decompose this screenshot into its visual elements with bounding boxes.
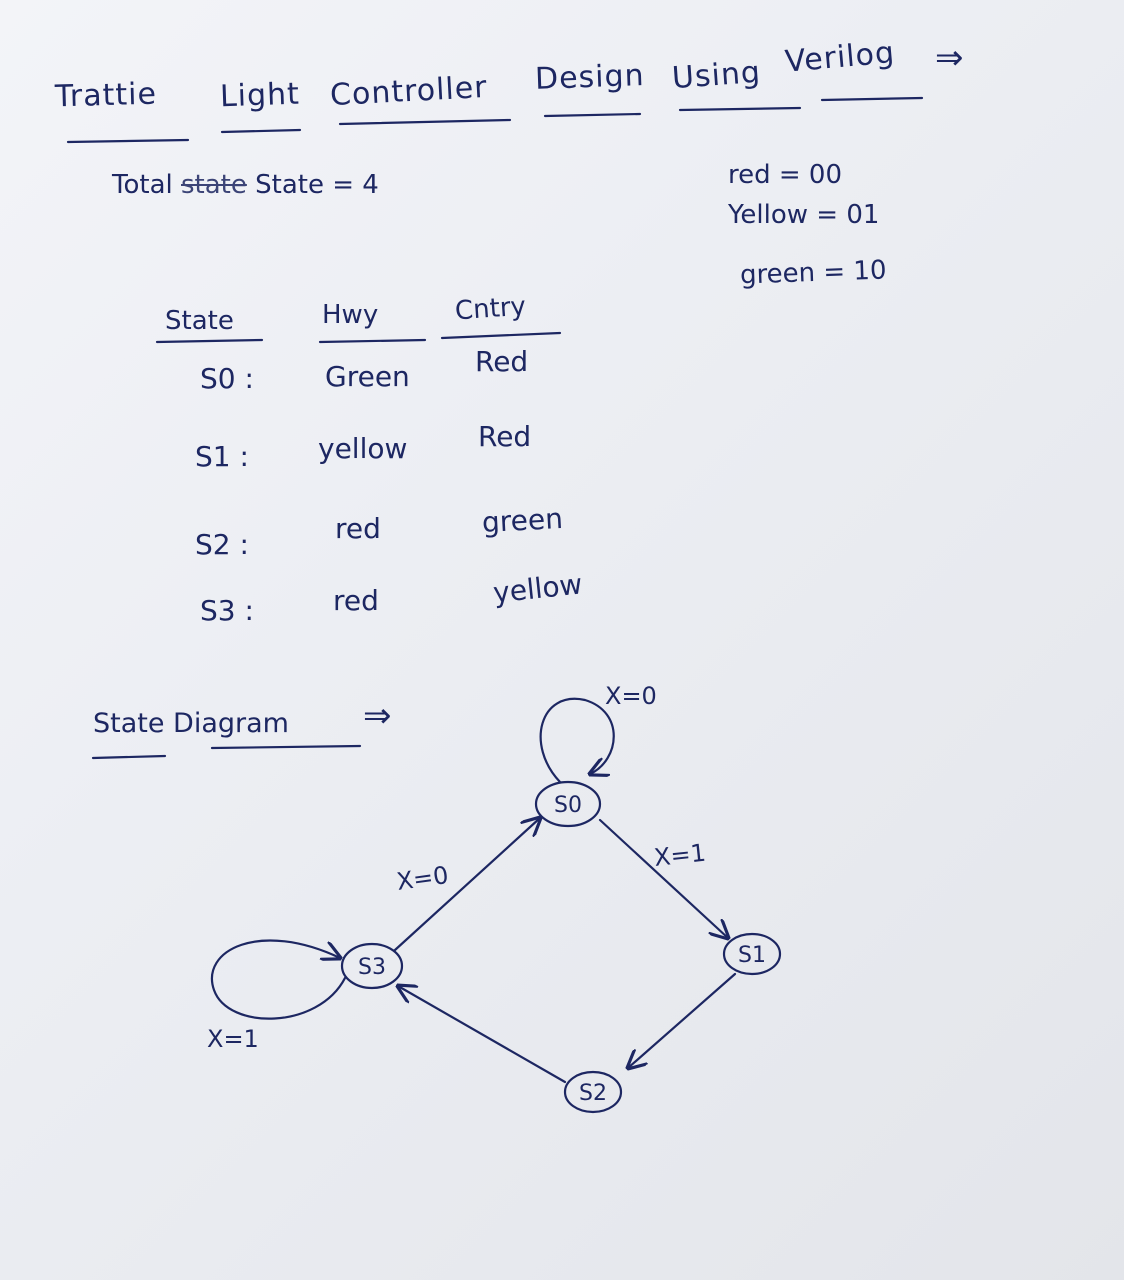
encoding-yellow: Yellow = 01 [728, 200, 880, 230]
row-s1-cntry: Red [478, 420, 532, 453]
edge-s3-s0 [393, 818, 540, 952]
edge-s1-s2 [628, 972, 737, 1068]
title-underline [66, 138, 190, 144]
edge-s0-s1-label: X=1 [653, 839, 707, 872]
edge-s3-s0-label: X=0 [395, 861, 450, 896]
heading-underline [91, 754, 167, 760]
header-hwy: Hwy [322, 300, 379, 330]
header-state: State [165, 306, 234, 336]
row-s3-hwy: red [333, 584, 379, 617]
node-s1-circle [722, 932, 782, 976]
row-s0-hwy: Green [325, 360, 410, 393]
node-s1-label: S1 [738, 943, 766, 968]
edge-s0-self-label: X=0 [605, 682, 657, 710]
title-underline [220, 128, 302, 134]
row-s0-state: S0 : [200, 362, 254, 395]
node-s2-label: S2 [579, 1081, 607, 1106]
total-states: Total state State = 4 [112, 170, 379, 200]
heading-underline [210, 744, 362, 750]
row-s2-hwy: red [335, 512, 381, 545]
title-underline [820, 96, 924, 102]
header-underline [440, 331, 562, 340]
edge-s3-self [211, 939, 347, 1020]
diagram-heading: State Diagram [93, 708, 289, 739]
encoding-red: red = 00 [728, 160, 843, 190]
node-s2-circle [563, 1070, 623, 1114]
edge-s0-s1 [598, 818, 728, 938]
header-underline [318, 338, 427, 344]
header-underline [155, 338, 264, 344]
node-s3-circle [340, 942, 404, 990]
title-underline [678, 106, 802, 112]
row-s0-cntry: Red [475, 345, 529, 378]
title-arrow-icon: ⇒ [935, 38, 964, 78]
row-s1-state: S1 : [195, 440, 249, 473]
edge-s2-s3 [398, 986, 567, 1084]
total-label: Total [112, 170, 173, 200]
diagram-arrow-icon: ⇒ [363, 696, 392, 736]
row-s2-state: S2 : [195, 528, 249, 561]
node-s0-label: S0 [554, 793, 582, 818]
node-s0-circle [534, 780, 602, 828]
title-underline [543, 112, 642, 118]
row-s3-state: S3 : [200, 594, 254, 627]
title-underline [338, 118, 512, 126]
edge-s0-self [539, 697, 615, 784]
edge-s3-self-label: X=1 [207, 1025, 259, 1053]
row-s1-hwy: yellow [318, 432, 408, 465]
total-value: State = 4 [255, 170, 379, 200]
node-s3-label: S3 [358, 955, 386, 980]
struck-word: state [181, 170, 247, 200]
